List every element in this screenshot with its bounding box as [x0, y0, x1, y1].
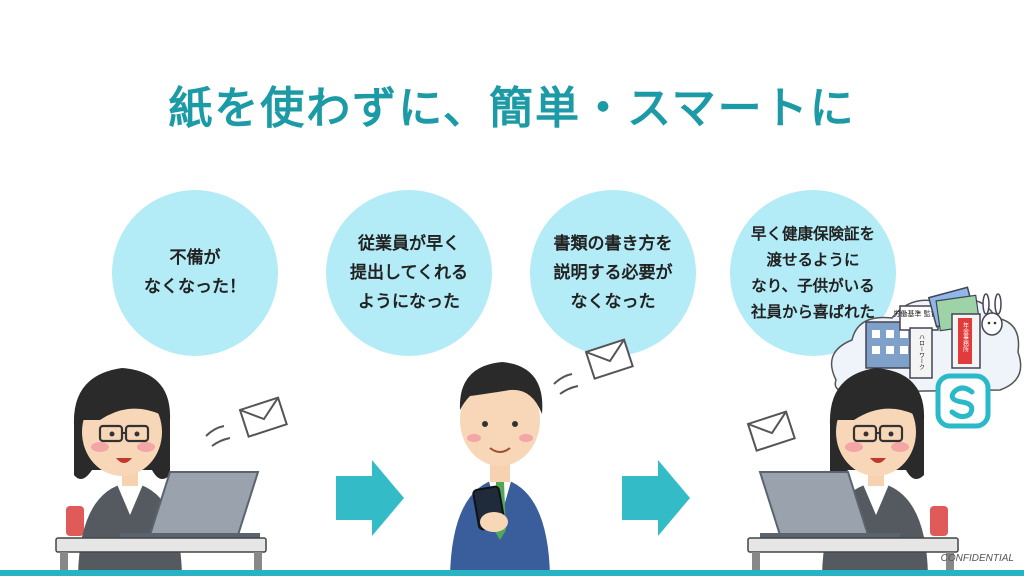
- envelope-icon-1: [238, 396, 288, 438]
- speech-bubble-2: 従業員が早く 提出してくれる ようになった: [326, 190, 492, 356]
- right-arrow-icon-1: [336, 460, 404, 536]
- confidential-label: CONFIDENTIAL: [940, 553, 1014, 564]
- labour-bureau-label: 労働基準 監督署: [893, 309, 944, 318]
- bubble-text-4: 早く健康保険証を 渡せるように なり、子供がいる 社員から喜ばれた: [750, 225, 875, 321]
- right-arrow-icon-2: [622, 460, 690, 536]
- woman-at-laptop-left: [55, 368, 267, 576]
- page-title: 紙を使わずに、簡単・スマートに: [168, 83, 856, 134]
- bubble-text-2: 従業員が早く 提出してくれる ようになった: [350, 233, 468, 312]
- motion-lines-1: [205, 425, 231, 447]
- envelope-icon-2: [584, 338, 634, 380]
- rabbit-mascot-icon: [981, 293, 1003, 336]
- bubble-text-3: 書類の書き方を 説明する必要が なくなった: [553, 233, 673, 312]
- hello-work-building: [909, 327, 933, 379]
- speech-bubble-3: 書類の書き方を 説明する必要が なくなった: [530, 190, 696, 356]
- smartapp-logo-icon: [935, 373, 991, 429]
- man-with-smartphone: [450, 362, 550, 576]
- pension-office-label: 年金事務所: [962, 321, 969, 353]
- bubble-text-1: 不備が なくなった！: [144, 248, 246, 297]
- speech-bubble-1: 不備が なくなった！: [112, 190, 278, 356]
- bottom-accent-bar: [0, 570, 1024, 576]
- hello-work-label: ハローワーク: [918, 334, 925, 370]
- motion-lines-2: [553, 373, 579, 395]
- woman-at-laptop-right: [747, 368, 959, 576]
- envelope-icon-3: [746, 410, 796, 452]
